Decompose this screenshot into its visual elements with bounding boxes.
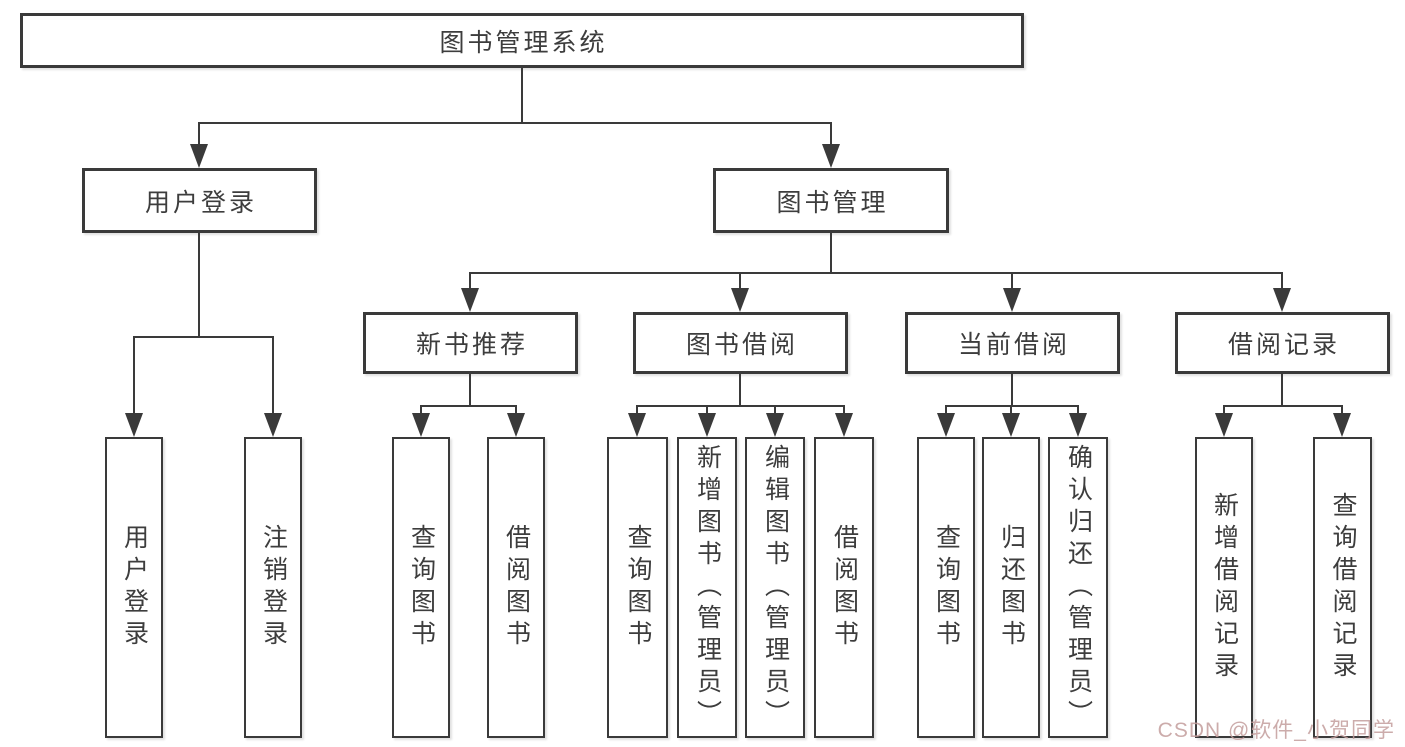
connector-line xyxy=(1281,374,1283,407)
connector-line xyxy=(133,336,274,338)
arrowhead-down-icon xyxy=(264,413,282,437)
leaf-borrowing-edit-books-admin: 编辑图书（管理员） xyxy=(745,437,805,738)
arrowhead-down-icon xyxy=(1002,413,1020,437)
connector-line xyxy=(198,233,200,338)
connector-line xyxy=(1223,405,1343,407)
arrowhead-down-icon xyxy=(835,413,853,437)
leaf-borrowing-query-books: 查询图书 xyxy=(607,437,668,738)
connector-line xyxy=(198,122,200,148)
node-book-borrowing: 图书借阅 xyxy=(633,312,848,374)
leaf-records-query-borrow-record: 查询借阅记录 xyxy=(1313,437,1372,738)
node-book-management: 图书管理 xyxy=(713,168,949,233)
connector-line xyxy=(1281,272,1283,292)
connector-line xyxy=(1011,374,1013,407)
arrowhead-down-icon xyxy=(507,413,525,437)
connector-line xyxy=(945,405,947,417)
arrowhead-down-icon xyxy=(628,413,646,437)
arrowhead-down-icon xyxy=(1069,413,1087,437)
leaf-current-return-books: 归还图书 xyxy=(982,437,1040,738)
node-current-borrowing: 当前借阅 xyxy=(905,312,1120,374)
connector-line xyxy=(1223,405,1225,417)
connector-line xyxy=(739,374,741,407)
connector-line xyxy=(469,272,471,292)
connector-line xyxy=(774,405,776,417)
connector-line xyxy=(133,336,135,416)
connector-line xyxy=(420,405,517,407)
node-new-book-recommend: 新书推荐 xyxy=(363,312,578,374)
node-borrow-records: 借阅记录 xyxy=(1175,312,1390,374)
connector-line xyxy=(843,405,845,417)
leaf-borrowing-add-books-admin: 新增图书（管理员） xyxy=(677,437,737,738)
arrowhead-down-icon xyxy=(412,413,430,437)
arrowhead-down-icon xyxy=(1273,288,1291,312)
connector-line xyxy=(420,405,422,417)
connector-line xyxy=(199,122,832,124)
leaf-current-query-books: 查询图书 xyxy=(917,437,975,738)
arrowhead-down-icon xyxy=(1333,413,1351,437)
connector-line xyxy=(830,122,832,148)
arrowhead-down-icon xyxy=(937,413,955,437)
connector-line xyxy=(830,233,832,274)
arrowhead-down-icon xyxy=(125,413,143,437)
leaf-recommend-borrow-books: 借阅图书 xyxy=(487,437,545,738)
arrowhead-down-icon xyxy=(766,413,784,437)
arrowhead-down-icon xyxy=(190,144,208,168)
leaf-current-confirm-return-admin: 确认归还（管理员） xyxy=(1048,437,1108,738)
arrowhead-down-icon xyxy=(731,288,749,312)
leaf-recommend-query-books: 查询图书 xyxy=(392,437,450,738)
connector-line xyxy=(1077,405,1079,417)
leaf-records-add-borrow-record: 新增借阅记录 xyxy=(1195,437,1253,738)
arrowhead-down-icon xyxy=(1215,413,1233,437)
connector-line xyxy=(469,272,1283,274)
node-user-login: 用户登录 xyxy=(82,168,317,233)
connector-line xyxy=(515,405,517,417)
connector-line xyxy=(636,405,845,407)
csdn-watermark: CSDN @软件_小贺同学 xyxy=(1157,719,1395,742)
leaf-borrowing-borrow-books: 借阅图书 xyxy=(814,437,874,738)
connector-line xyxy=(272,336,274,416)
connector-line xyxy=(1011,272,1013,292)
connector-line xyxy=(636,405,638,417)
node-library-management-system: 图书管理系统 xyxy=(20,13,1024,68)
connector-line xyxy=(1341,405,1343,417)
leaf-user-login: 用户登录 xyxy=(105,437,163,738)
connector-line xyxy=(739,272,741,292)
connector-line xyxy=(1010,405,1012,417)
connector-line xyxy=(521,68,523,124)
arrowhead-down-icon xyxy=(822,144,840,168)
connector-line xyxy=(945,405,1079,407)
arrowhead-down-icon xyxy=(461,288,479,312)
arrowhead-down-icon xyxy=(1003,288,1021,312)
connector-line xyxy=(469,374,471,407)
arrowhead-down-icon xyxy=(698,413,716,437)
leaf-logout: 注销登录 xyxy=(244,437,302,738)
connector-line xyxy=(706,405,708,417)
